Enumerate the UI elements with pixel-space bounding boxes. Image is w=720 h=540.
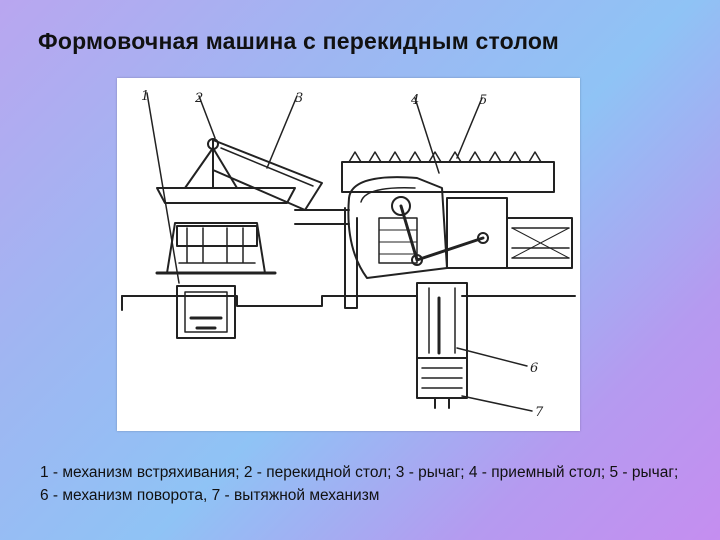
figure-label-7: 7 [535,405,544,420]
figure-label-2: 2 [194,91,203,106]
figure-label-4: 4 [410,93,419,108]
figure-label-1: 1 [141,89,149,104]
figure-label-3: 3 [295,91,303,106]
machine-diagram: 1 2 3 4 5 6 7 [117,78,580,431]
slide-title: Формовочная машина с перекидным столом [38,28,560,54]
figure-caption: 1 - механизм встряхивания; 2 - перекидно… [40,464,679,504]
figure-label-5: 5 [479,93,487,108]
figure-label-6: 6 [530,361,538,376]
